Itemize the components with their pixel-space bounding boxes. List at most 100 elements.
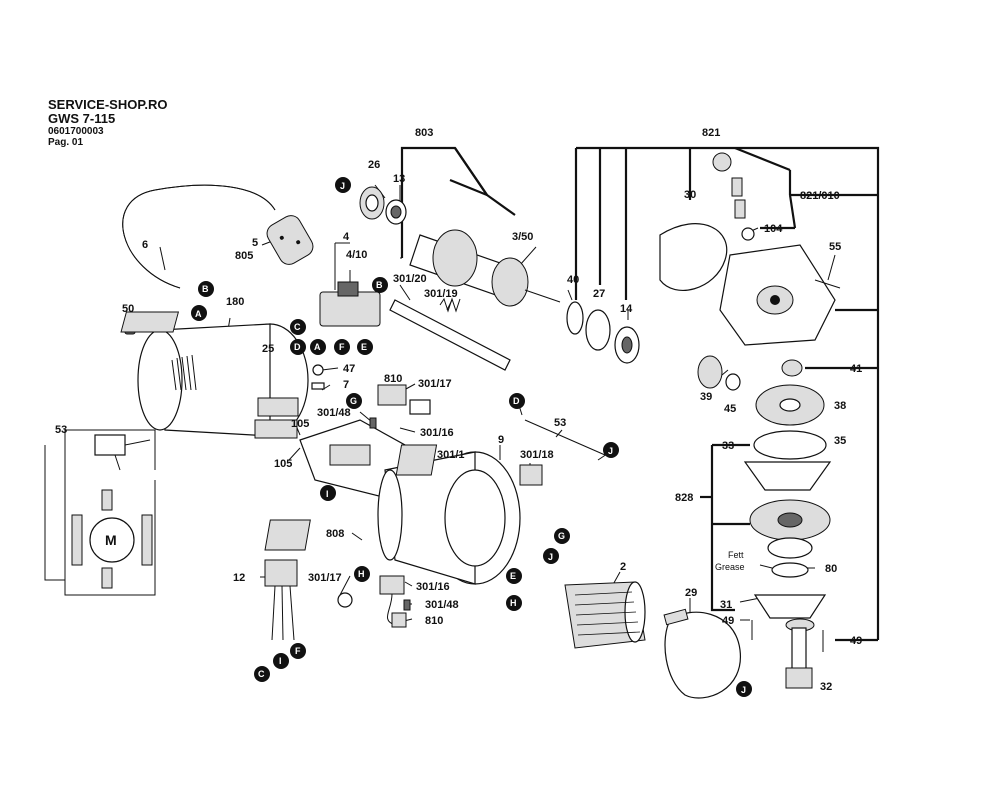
screw-301-48b (403, 599, 411, 611)
model-name: GWS 7-115 (48, 111, 116, 126)
label-301-16a: 301/16 (420, 427, 454, 439)
label-105b: 105 (274, 458, 292, 470)
marker-i-1: I (320, 485, 336, 501)
spring-301-19 (439, 297, 461, 313)
label-4: 4 (343, 231, 350, 243)
label-45: 45 (724, 403, 736, 415)
label-grease: Grease (715, 562, 745, 572)
svg-text:H: H (358, 569, 365, 579)
label-808 (264, 519, 311, 551)
switch-301-18 (519, 464, 543, 486)
label-805: 805 (235, 250, 253, 262)
label-810a: 810 (384, 373, 402, 385)
label-35: 35 (834, 435, 846, 447)
marker-f-1: F (334, 339, 350, 355)
marker-j-1: J (335, 177, 351, 193)
label-25: 25 (262, 343, 274, 355)
svg-text:I: I (326, 489, 329, 499)
label-821-010: 821/010 (800, 190, 840, 202)
svg-text:J: J (608, 446, 613, 456)
gear-housing (377, 451, 521, 585)
label-301-16b: 301/16 (416, 581, 450, 593)
wiring-schematic (44, 429, 156, 596)
part-labels: 803 821 821/010 26 13 3/50 30 104 55 6 5… (55, 127, 862, 693)
svg-text:B: B (376, 280, 383, 290)
bearing-13 (385, 199, 407, 225)
label-fett: Fett (728, 550, 744, 560)
leader-lines (122, 146, 880, 687)
page-number: Pag. 01 (48, 137, 84, 148)
header: SERVICE-SHOP.RO GWS 7-115 0601700003 Pag… (48, 98, 167, 148)
marker-h-1: H (506, 595, 522, 611)
label-13: 13 (393, 173, 405, 185)
label-80: 80 (825, 563, 837, 575)
svg-text:A: A (314, 342, 321, 352)
label-32: 32 (820, 681, 832, 693)
gear-head (719, 244, 836, 346)
svg-text:B: B (202, 284, 209, 294)
spindle-32 (785, 618, 815, 689)
washer-80 (771, 562, 809, 578)
label-33: 33 (722, 440, 734, 452)
brush-810b (379, 575, 407, 628)
label-828: 828 (675, 492, 693, 504)
guard-30 (659, 223, 728, 291)
label-105a (257, 397, 299, 417)
label-26: 26 (368, 159, 380, 171)
screw-55 (814, 279, 841, 289)
label-810b: 810 (425, 615, 443, 627)
label-53b: 53 (554, 417, 566, 429)
label-180 (120, 311, 180, 333)
marker-i-2: I (273, 653, 289, 669)
ring-27 (585, 309, 611, 351)
motor-symbol: M (105, 532, 117, 548)
label-29: 29 (685, 587, 697, 599)
plug (266, 215, 314, 265)
label-9 (395, 444, 438, 476)
label-180: 180 (226, 296, 244, 308)
bearing-flange-828 (749, 499, 831, 541)
label-4-10: 4/10 (346, 249, 367, 261)
label-49a: 49 (722, 615, 734, 627)
svg-text:A: A (195, 309, 202, 319)
label-3-50: 3/50 (512, 231, 533, 243)
marker-j-2: J (603, 442, 619, 458)
label-301-48a: 301/48 (317, 407, 351, 419)
label-38: 38 (834, 400, 846, 412)
marker-e-1: E (357, 339, 373, 355)
label-6: 6 (142, 239, 148, 251)
marker-a-2: A (310, 339, 326, 355)
marker-h-2: H (354, 566, 370, 582)
armature (409, 229, 561, 307)
label-301-48b: 301/48 (425, 599, 459, 611)
label-808: 808 (326, 528, 344, 540)
marker-e-2: E (506, 568, 522, 584)
label-105b (254, 419, 298, 439)
pin-821b (734, 199, 746, 219)
nut-45 (725, 373, 741, 391)
svg-text:C: C (294, 322, 301, 332)
label-49b: 49 (850, 635, 862, 647)
svg-text:J: J (548, 552, 553, 562)
part-number: 0601700003 (48, 126, 104, 137)
marker-d-2: D (509, 393, 525, 409)
screw-301-48a (369, 417, 377, 429)
label-301-17b: 301/17 (308, 572, 342, 584)
svg-text:E: E (361, 342, 367, 352)
cap-821 (712, 152, 732, 172)
marker-a-1: A (191, 305, 207, 321)
screw-47 (312, 364, 324, 376)
connection-markers: J B A B C D A F E D J G I G J E H H J C … (191, 177, 752, 697)
label-301-18: 301/18 (520, 449, 554, 461)
marker-g-2: G (554, 528, 570, 544)
bearing-14 (614, 326, 640, 364)
svg-text:G: G (558, 531, 565, 541)
svg-text:I: I (279, 656, 282, 666)
marker-j-3: J (543, 548, 559, 564)
slider-301-20 (389, 299, 511, 371)
label-301-1: 301/1 (437, 449, 465, 461)
svg-text:F: F (339, 342, 345, 352)
label-301-20: 301/20 (393, 273, 427, 285)
label-5: 5 (252, 237, 258, 249)
